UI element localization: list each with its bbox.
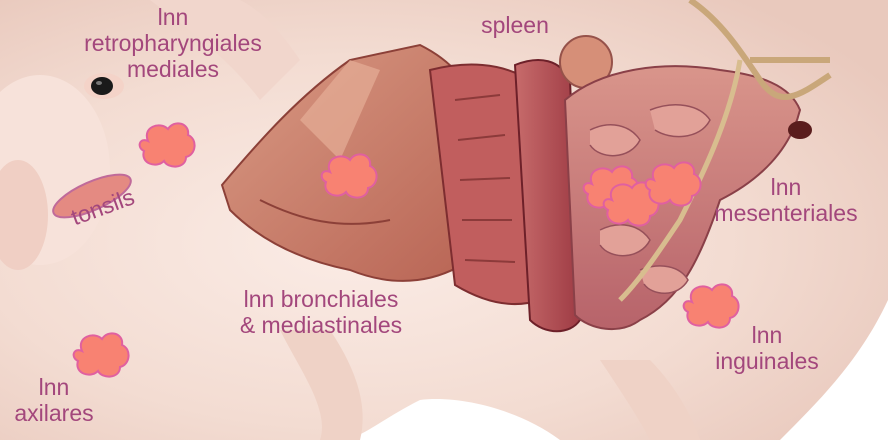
label-line: lnn bronchiales (196, 286, 446, 312)
label-line: lnn (692, 322, 842, 348)
label-lnn-mesenteriales: lnn mesenteriales (688, 174, 884, 226)
node-retropharyngeal (140, 123, 195, 166)
label-line: lnn (48, 4, 298, 30)
label-line: mesenteriales (688, 200, 884, 226)
label-line: lnn (688, 174, 884, 200)
label-lnn-retropharyngiales-mediales: lnn retropharyngiales mediales (48, 4, 298, 82)
label-line: & mediastinales (196, 312, 446, 338)
node-bronchial (322, 154, 377, 197)
label-line: axilares (4, 400, 104, 426)
label-line: spleen (465, 12, 565, 38)
label-lnn-axilares: lnn axilares (4, 374, 104, 426)
label-line: retropharyngiales (48, 30, 298, 56)
label-line: lnn (4, 374, 104, 400)
label-lnn-inguinales: lnn inguinales (692, 322, 842, 374)
node-axillary (74, 333, 129, 376)
label-lnn-bronchiales-mediastinales: lnn bronchiales & mediastinales (196, 286, 446, 338)
label-spleen: spleen (465, 12, 565, 38)
label-line: inguinales (692, 348, 842, 374)
label-line: mediales (48, 56, 298, 82)
